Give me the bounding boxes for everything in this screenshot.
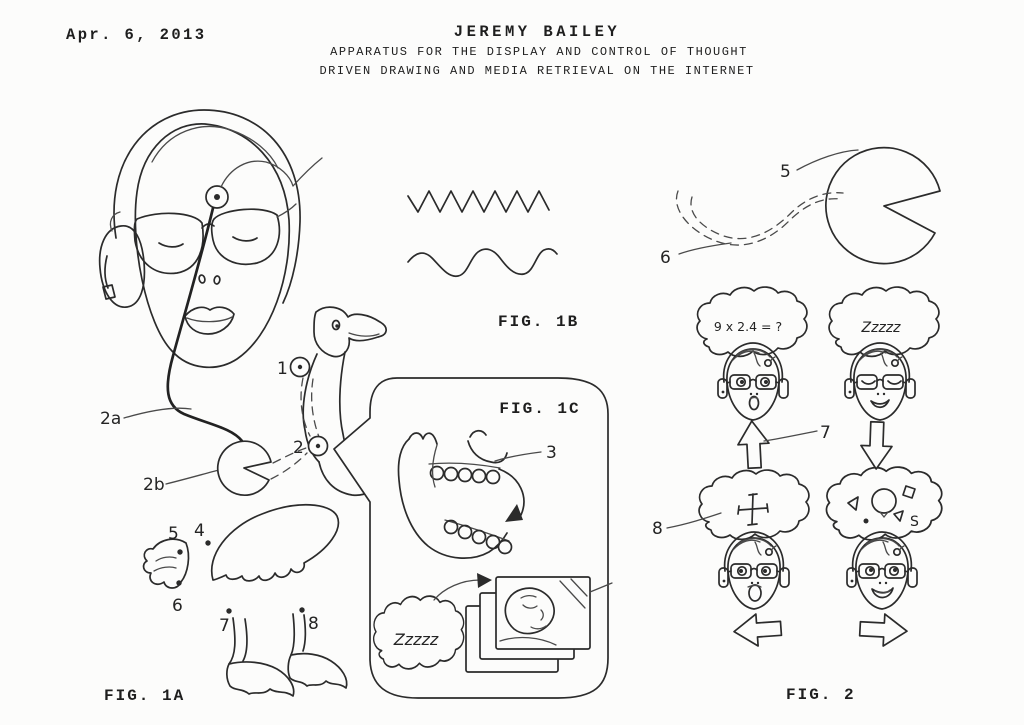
ref-1: 1 bbox=[277, 359, 288, 379]
fig2-group: 5 6 9 x 2.4 = ? Zzzzz S bbox=[652, 146, 943, 704]
cloud-to-photos-arrow bbox=[433, 579, 481, 601]
leader-3 bbox=[494, 451, 542, 462]
goose-head bbox=[313, 306, 387, 358]
ref-2a: 2a bbox=[100, 409, 121, 429]
ref-3: 3 bbox=[546, 443, 557, 463]
glasses-left-lens bbox=[133, 212, 204, 275]
inventor-name: JEREMY BAILEY bbox=[454, 23, 620, 41]
ref-7: 7 bbox=[219, 616, 230, 636]
arrow-left bbox=[733, 613, 783, 647]
pacman-large bbox=[825, 146, 941, 265]
ref-8: 8 bbox=[308, 614, 319, 634]
thought-cloud-shapes bbox=[825, 466, 943, 541]
sleep-thought-text: Zzzzz bbox=[861, 320, 902, 336]
fig2-label: FIG. 2 bbox=[786, 686, 856, 704]
rotation-arrowhead bbox=[505, 504, 523, 522]
face-sleeping bbox=[844, 342, 916, 421]
ref-5: 5 bbox=[168, 524, 179, 544]
closed-eye-left bbox=[158, 242, 184, 248]
ref-2: 2 bbox=[293, 438, 304, 458]
fig1c-group: FIG. 1C 3 Zzzzz bbox=[333, 377, 613, 699]
headset-cable bbox=[166, 206, 244, 443]
upper-teeth bbox=[429, 465, 501, 485]
patent-title-line2: DRIVEN DRAWING AND MEDIA RETRIEVAL ON TH… bbox=[319, 64, 754, 78]
arrow-up bbox=[737, 420, 770, 470]
fig1b-label: FIG. 1B bbox=[498, 313, 579, 331]
closed-eye-right bbox=[232, 236, 258, 242]
fig2-ref-5: 5 bbox=[780, 162, 791, 182]
header: Apr. 6, 2013 JEREMY BAILEY APPARATUS FOR… bbox=[66, 23, 754, 78]
leader-8 bbox=[666, 512, 722, 529]
small-wing-doodle bbox=[142, 538, 190, 589]
pacman-dash-upper bbox=[272, 447, 307, 464]
mic-tip bbox=[102, 284, 116, 300]
face-imagining-shapes bbox=[846, 531, 918, 610]
fig1a-label: FIG. 1A bbox=[104, 687, 185, 705]
headphone-band bbox=[113, 109, 301, 304]
shape-symbols: S bbox=[847, 485, 919, 530]
zigzag-wave bbox=[407, 190, 550, 213]
ref-6: 6 bbox=[172, 596, 183, 616]
webbed-feet bbox=[226, 613, 348, 697]
fig1c-label: FIG. 1C bbox=[499, 400, 580, 418]
pacman-small bbox=[216, 440, 272, 497]
sleeping-person-photo bbox=[499, 578, 588, 646]
leader-2b bbox=[165, 469, 220, 485]
glasses-temple bbox=[276, 203, 297, 218]
fig2-ref-8: 8 bbox=[652, 519, 663, 539]
cross-symbol bbox=[737, 493, 769, 526]
nostrils bbox=[198, 274, 221, 285]
photo-leader bbox=[589, 582, 613, 593]
glasses-right-lens bbox=[210, 208, 281, 266]
math-thought-text: 9 x 2.4 = ? bbox=[714, 319, 782, 334]
fig1b-group: FIG. 1B bbox=[407, 190, 579, 331]
photo-stack bbox=[465, 576, 613, 673]
thought-cloud-cross bbox=[698, 469, 810, 541]
rotation-arrow bbox=[498, 468, 525, 516]
leader-7 bbox=[763, 430, 818, 442]
trail-dash-2 bbox=[690, 192, 844, 240]
lip-line bbox=[186, 316, 233, 323]
neck-dash-1 bbox=[300, 377, 311, 437]
hairline bbox=[151, 125, 279, 169]
head-outline bbox=[134, 123, 291, 369]
connect-dots bbox=[176, 540, 305, 614]
jaw-drawing bbox=[397, 429, 525, 559]
leader-6 bbox=[678, 242, 732, 255]
goose-beak-line bbox=[348, 332, 380, 337]
sleep-cloud-text: Zzzzz bbox=[393, 630, 439, 649]
trail-dash-1 bbox=[675, 190, 841, 246]
fig2-ref-7: 7 bbox=[820, 423, 831, 443]
lower-teeth bbox=[443, 519, 513, 555]
leader-5 bbox=[796, 149, 859, 171]
face-concentrating bbox=[717, 342, 789, 421]
earcup-bracket bbox=[109, 211, 121, 232]
cloud-arrowhead bbox=[477, 573, 492, 588]
face-drawing-cross bbox=[718, 531, 790, 610]
ref-2b: 2b bbox=[143, 475, 165, 495]
lips bbox=[184, 306, 235, 335]
forehead-sensor bbox=[205, 185, 229, 209]
left-earcup bbox=[98, 225, 146, 308]
arrow-down bbox=[860, 420, 893, 470]
smooth-wave bbox=[407, 247, 558, 277]
fig1a-group: 2a 2b 1 2 bbox=[98, 109, 453, 705]
forehead-sensor-dot bbox=[214, 194, 220, 200]
patent-title-line1: APPARATUS FOR THE DISPLAY AND CONTROL OF… bbox=[330, 45, 748, 59]
money-symbol: S bbox=[910, 514, 919, 530]
arrow-right bbox=[858, 613, 908, 647]
neck-dash-2 bbox=[311, 378, 320, 438]
small-wing-feathers bbox=[153, 556, 177, 572]
goose-eye bbox=[331, 319, 341, 331]
mic-stem bbox=[104, 255, 109, 289]
leader-2a bbox=[123, 407, 192, 419]
large-wing bbox=[210, 504, 340, 582]
sensor-wire bbox=[220, 157, 323, 188]
fig2-ref-6: 6 bbox=[660, 248, 671, 268]
date-text: Apr. 6, 2013 bbox=[66, 26, 206, 44]
pacman-dash-lower bbox=[270, 452, 308, 480]
ref-4: 4 bbox=[194, 521, 205, 541]
